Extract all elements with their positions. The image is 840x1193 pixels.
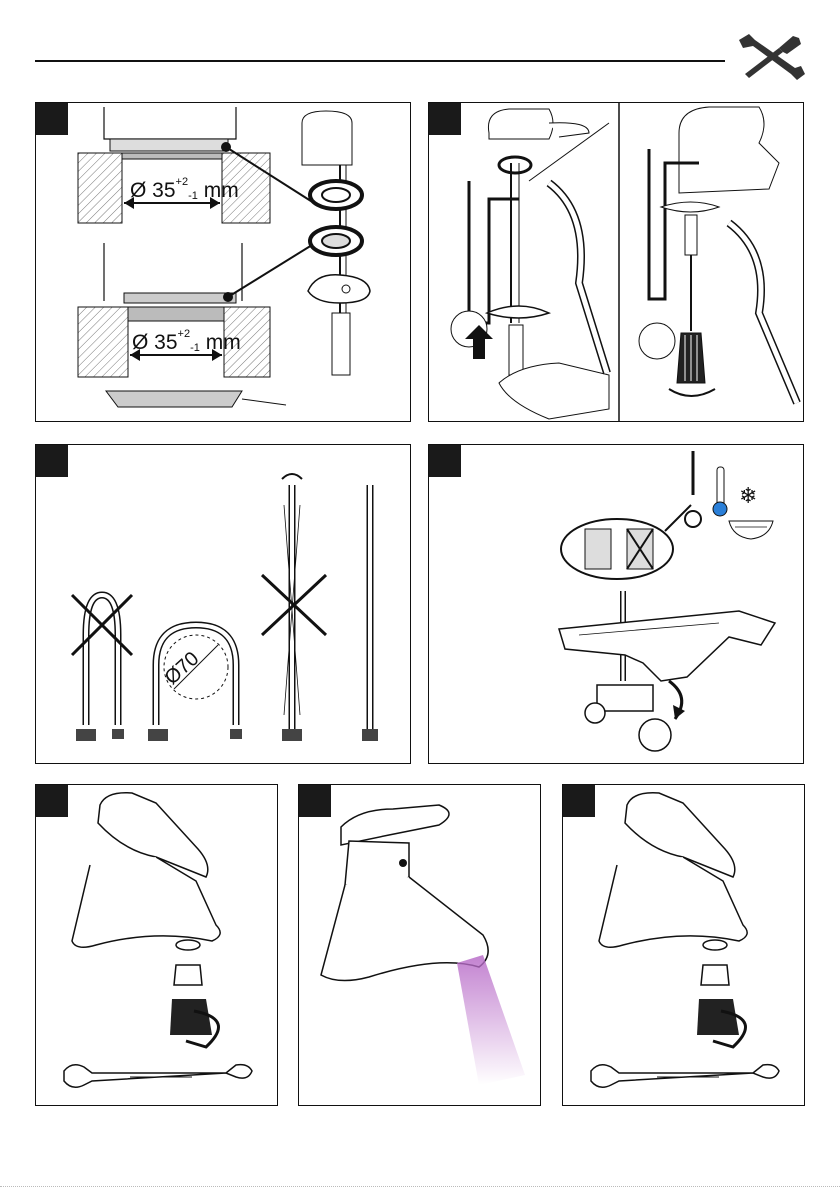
step-panel-3: Ø70: [35, 444, 411, 764]
step-panel-7: [562, 784, 805, 1106]
step-panel-5: [35, 784, 278, 1106]
valve-connection-diagram: ❄: [429, 445, 804, 764]
diameter-label-top: Ø 35+2-1 mm: [130, 179, 239, 203]
install-diagram: [429, 103, 804, 422]
flush-diagram: [299, 785, 541, 1106]
aerator-install-diagram: [563, 785, 805, 1106]
header-rule: [35, 60, 725, 62]
diameter-label-bottom: Ø 35+2-1 mm: [132, 331, 241, 355]
step-panel-6: [298, 784, 541, 1106]
svg-text:❄: ❄: [739, 484, 757, 509]
step-panel-4: ❄: [428, 444, 804, 764]
step-panel-1: Ø 35+2-1 mm Ø 35+2-1 mm: [35, 102, 411, 422]
hose-bending-diagram: [36, 445, 411, 764]
step-panel-2: [428, 102, 804, 422]
wrench-screwdriver-icon: [735, 30, 807, 84]
mounting-diagram: [36, 103, 411, 422]
aerator-removal-diagram: [36, 785, 278, 1106]
